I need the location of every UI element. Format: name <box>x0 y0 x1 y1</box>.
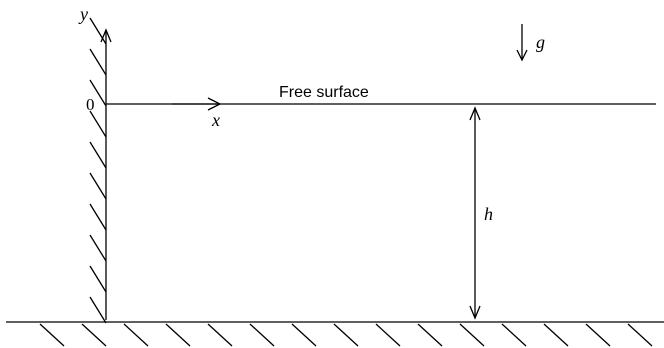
y-axis-label: y <box>78 4 88 24</box>
ground-hatch-mark <box>249 323 275 347</box>
wall-hatch-mark <box>89 265 107 293</box>
wall-hatch-mark <box>89 48 107 76</box>
ground-hatch-mark <box>375 323 401 347</box>
wall-hatch-mark <box>89 110 107 138</box>
gravity-arrowhead <box>516 49 528 62</box>
depth-arrowhead-bottom <box>469 305 481 320</box>
wall-hatch-mark <box>89 234 107 262</box>
ground-hatch-mark <box>39 323 65 347</box>
wall-hatch-mark <box>89 296 107 324</box>
ground-hatch-mark <box>501 323 527 347</box>
ground-hatch-mark <box>627 323 653 347</box>
wall-hatch-mark <box>89 17 107 45</box>
free-surface-label: Free surface <box>279 84 369 101</box>
y-axis-arrowhead <box>100 28 112 43</box>
wall-hatch <box>89 17 107 324</box>
ground-hatch-mark <box>291 323 317 347</box>
wall-hatch-mark <box>89 79 107 107</box>
ground-hatch-mark <box>459 323 485 347</box>
ground-hatch-mark <box>123 323 149 347</box>
depth-label: h <box>484 204 493 224</box>
gravity-label: g <box>536 32 545 52</box>
ground-hatch-mark <box>543 323 569 347</box>
ground-hatch-mark <box>81 323 107 347</box>
x-axis-arrowhead <box>207 97 222 111</box>
ground-hatch-mark <box>207 323 233 347</box>
ground-hatch-mark <box>585 323 611 347</box>
wall-hatch-mark <box>89 141 107 169</box>
wall-hatch-mark <box>89 172 107 200</box>
depth-arrowhead-top <box>469 106 481 121</box>
wall-hatch-mark <box>89 203 107 231</box>
ground-hatch <box>39 323 653 347</box>
ground-hatch-mark <box>333 323 359 347</box>
ground-hatch-mark <box>417 323 443 347</box>
ground-hatch-mark <box>165 323 191 347</box>
x-axis-label: x <box>211 110 220 130</box>
origin-label: 0 <box>86 95 95 114</box>
